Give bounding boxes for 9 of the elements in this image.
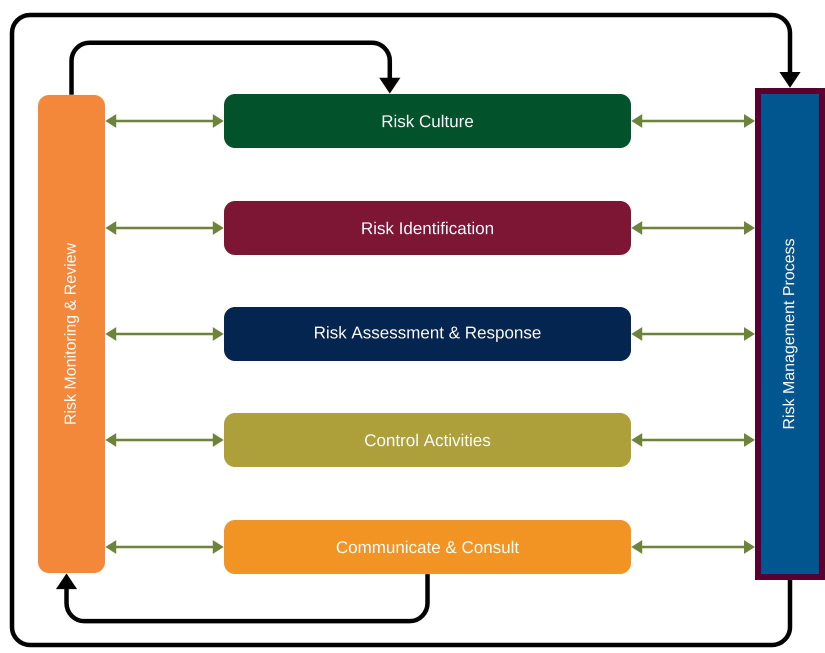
arrow — [10, 12, 801, 648]
process-box: Control Activities — [224, 412, 631, 467]
process-box: Risk Identification — [224, 201, 631, 255]
stage-bar: Risk Monitoring & Review — [38, 95, 105, 573]
process-box: Communicate & Consult — [224, 520, 631, 574]
process-box: Risk Culture — [224, 94, 631, 148]
arrow — [69, 40, 400, 95]
process-box: Risk Assessment & Response — [224, 306, 631, 361]
process-panel: Risk Management Process — [755, 88, 825, 580]
